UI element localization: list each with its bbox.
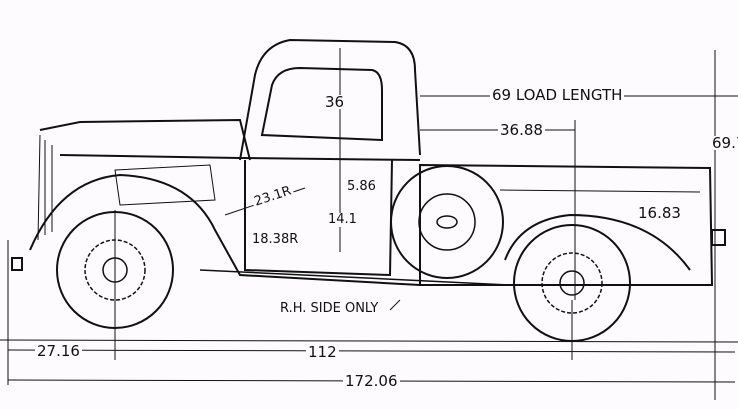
front-bumper <box>11 257 23 271</box>
dim-bed-height: 16.83 <box>636 204 683 222</box>
dim-seat-depth: 14.1 <box>326 212 359 227</box>
truck-bed <box>419 163 714 286</box>
dim-wheelbase: 112 <box>306 343 339 361</box>
hood-outline <box>39 118 421 161</box>
rear-bumper <box>711 229 726 246</box>
door-outline <box>244 159 393 277</box>
dim-line-cab-to-axle <box>420 120 576 300</box>
dim-seat-height: 5.86 <box>345 179 378 194</box>
bed-rail <box>499 189 701 193</box>
dim-line-wheelbase <box>7 349 736 353</box>
grille <box>37 134 53 241</box>
dim-cab-height: 36 <box>323 93 347 111</box>
dim-load-length: 69 LOAD LENGTH <box>490 86 625 104</box>
dim-overall-height: 69.7 <box>710 136 738 151</box>
note-rh-side-only: R.H. SIDE ONLY <box>278 301 381 316</box>
dim-front-overhang: 27.16 <box>35 342 82 360</box>
dim-door-radius: 18.38R <box>250 232 301 247</box>
front-fender <box>29 173 421 286</box>
running-board <box>199 269 511 286</box>
cab-outline <box>239 38 421 161</box>
spare-tire <box>390 165 504 279</box>
dim-cab-to-axle: 36.88 <box>498 121 545 139</box>
note-leader <box>389 299 401 311</box>
dim-overall-length: 172.06 <box>343 372 400 390</box>
rear-fender <box>504 213 691 271</box>
cab-window <box>260 66 383 142</box>
ground-line <box>0 339 738 343</box>
hood-vents <box>114 164 216 206</box>
